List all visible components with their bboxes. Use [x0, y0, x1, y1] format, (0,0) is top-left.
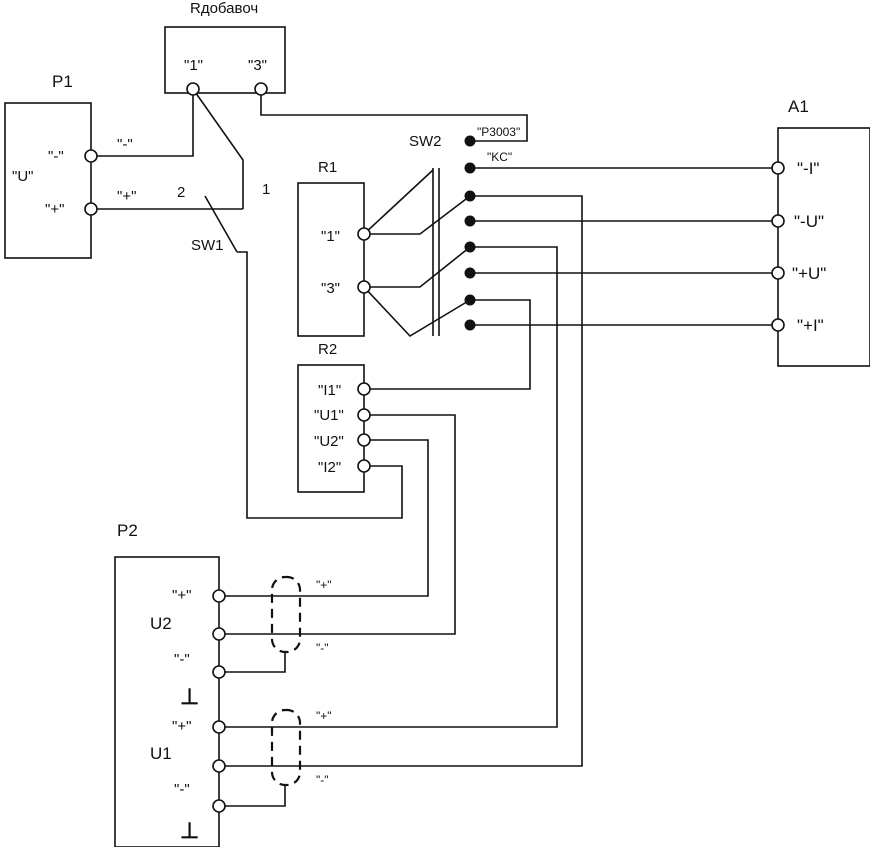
shield-u2: [270, 575, 302, 654]
wire-r1-3-a: [364, 246, 471, 288]
p2-u1-terminal-plus: [212, 720, 226, 734]
a1-terminal-plus-i: [771, 318, 785, 332]
r2-title: R2: [318, 341, 337, 358]
wire-sw2-p2-u1-minus: [219, 195, 583, 767]
sw2-contact-1: [464, 135, 476, 147]
p1-label-u: "U": [12, 168, 33, 185]
r2-terminal-u1: [357, 408, 371, 422]
rdob-terminal-3: [254, 82, 268, 96]
r2-terminal-i2: [357, 459, 371, 473]
p2-ground-terminal-1: [212, 665, 226, 679]
rdob-label-3: "3": [248, 57, 267, 74]
p2-wire-label-u1-minus: "-": [316, 773, 329, 787]
p1-terminal-minus: [84, 149, 98, 163]
p2-u2-title: U2: [150, 614, 172, 633]
a1-label-plus-u: "+U": [792, 264, 826, 283]
a1-terminal-minus-u: [771, 214, 785, 228]
r2-label-i1: "I1": [318, 382, 341, 399]
p2-u2-terminal-minus: [212, 627, 226, 641]
p2-u1-label-minus: "-": [174, 781, 190, 798]
a1-label-minus-i: "-I": [797, 159, 819, 178]
r2-label-u1: "U1": [314, 407, 344, 424]
p2-wire-label-u2-minus: "-": [316, 641, 329, 655]
r2-terminal-i1: [357, 382, 371, 396]
r2-box: [297, 364, 365, 493]
p2-ground-symbol-2: ⊥: [180, 818, 199, 843]
a1-label-plus-i: "+I": [797, 316, 824, 335]
r2-label-i2: "I2": [318, 459, 341, 476]
p2-wire-label-u1-plus: "+": [316, 709, 332, 723]
sw2-contact-7: [464, 294, 476, 306]
sw2-contact-5: [464, 241, 476, 253]
sw2-contact-8: [464, 319, 476, 331]
sw2-contact-3: [464, 190, 476, 202]
r1-label-1: "1": [321, 228, 340, 245]
wire-rdob3-sw2: [260, 89, 528, 142]
r2-label-u2: "U2": [314, 433, 344, 450]
wires: [91, 88, 778, 807]
p1-label-minus: "-": [48, 148, 64, 165]
shield-u1: [270, 708, 302, 787]
r1-terminal-1: [357, 227, 371, 241]
sw1-label-1: 1: [262, 181, 270, 198]
wire-r1-1-b: [364, 195, 471, 235]
r2-terminal-u2: [357, 433, 371, 447]
a1-terminal-minus-i: [771, 161, 785, 175]
p2-u2-terminal-plus: [212, 589, 226, 603]
wire-sw2-p2-u1-plus: [219, 246, 558, 728]
p2-u2-label-plus: "+": [172, 587, 191, 604]
wire-shield-u1: [219, 785, 286, 807]
sw2-contact-2: [464, 162, 476, 174]
p2-u2-label-minus: "-": [174, 651, 190, 668]
wire-sw1-r2-i2: [237, 251, 403, 519]
p1-title: P1: [52, 72, 73, 91]
p2-u1-label-plus: "+": [172, 718, 191, 735]
wire-shield-u2: [219, 652, 286, 673]
sw1-label-2: 2: [177, 184, 185, 201]
p2-box: [114, 556, 220, 847]
wire-r2-u1-p2-u2-minus: [219, 414, 456, 635]
r1-box: [297, 182, 365, 337]
rdob-terminal-1: [186, 82, 200, 96]
p1-label-plus: "+": [45, 201, 64, 218]
p2-ground-terminal-2: [212, 799, 226, 813]
a1-terminal-plus-u: [771, 266, 785, 280]
rdob-title: Rдобавоч: [190, 0, 258, 17]
sw2-label-p3003: "P3003": [477, 125, 520, 139]
wire-rdob1-sw1: [192, 88, 244, 209]
sw2-label-kc: "KC": [487, 150, 512, 164]
p2-title: P2: [117, 521, 138, 540]
rdob-label-1: "1": [184, 57, 203, 74]
r1-terminal-3: [357, 280, 371, 294]
sw2-contacts: [464, 135, 476, 331]
sw1-lever: [204, 195, 238, 253]
p1-box: [4, 102, 92, 259]
terminals: [84, 82, 785, 813]
p2-u1-title: U1: [150, 744, 172, 763]
a1-title: A1: [788, 97, 809, 116]
sw2-title: SW2: [409, 133, 442, 150]
r1-title: R1: [318, 159, 337, 176]
p1-wire-label-plus: "+": [117, 188, 136, 205]
sw2-contact-6: [464, 267, 476, 279]
wire-sw2-r2-i1: [364, 299, 531, 390]
p2-ground-symbol-1: ⊥: [180, 684, 199, 709]
sw1-title: SW1: [191, 237, 224, 254]
wire-r2-u2-p2-u2-plus: [219, 439, 429, 597]
p2-u1-terminal-minus: [212, 759, 226, 773]
wire-r1-3-b: [363, 286, 471, 338]
a1-box: [777, 127, 870, 367]
p2-wire-label-u2-plus: "+": [316, 578, 332, 592]
wire-r1-1-a: [363, 169, 434, 235]
sw2-contact-4: [464, 215, 476, 227]
wire-rdob1-p1-minus: [91, 89, 194, 157]
a1-label-minus-u: "-U": [794, 212, 824, 231]
p1-wire-label-minus: "-": [117, 136, 133, 153]
r1-label-3: "3": [321, 280, 340, 297]
rdob-box: [164, 26, 286, 94]
p1-terminal-plus: [84, 202, 98, 216]
